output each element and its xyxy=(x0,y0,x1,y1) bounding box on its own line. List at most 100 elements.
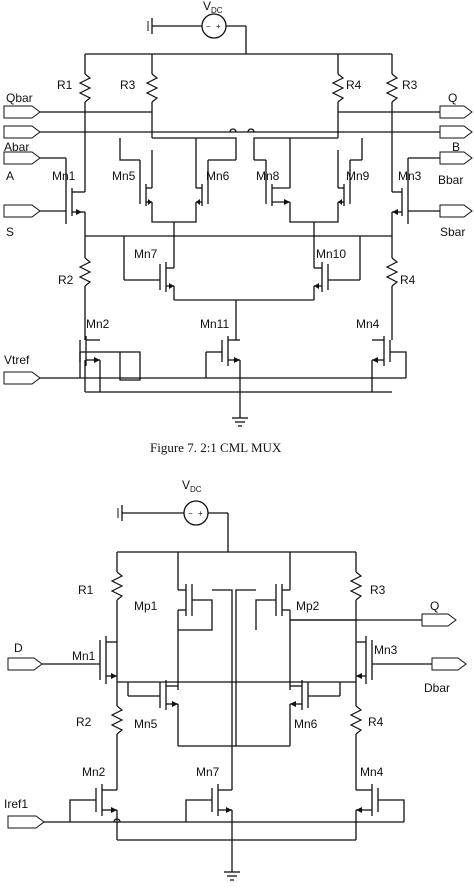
svg-text:−: − xyxy=(188,509,193,518)
fig1-pin-b[interactable]: B xyxy=(439,125,473,154)
fig2-pin-q[interactable]: Q xyxy=(421,599,457,627)
fig2-mn6-label: Mn6 xyxy=(294,717,318,731)
fig2-mn7-label: Mn7 xyxy=(196,765,220,779)
fig1-mn2-label: Mn2 xyxy=(86,317,110,331)
fig1-mn9-label: Mn9 xyxy=(346,169,370,183)
fig1-caption: Figure 7. 2:1 CML MUX xyxy=(150,440,282,455)
fig2-transistor-mn1: Mn1 xyxy=(72,636,117,684)
fig1-pin-a[interactable]: A xyxy=(3,151,41,183)
fig1-pin-vtref-label: Vtref xyxy=(4,353,30,367)
fig1-mn11-label: Mn11 xyxy=(200,317,229,331)
fig1-resistor-r4-low: R4 xyxy=(385,236,416,340)
fig1-transistor-mn2: Mn2 xyxy=(79,317,110,392)
fig1-transistor-mn11: Mn11 xyxy=(200,317,241,392)
fig1-vdc-sub: DC xyxy=(211,6,223,15)
fig1-transistor-mn6: Mn6 xyxy=(195,150,237,206)
fig1-r3-right-label: R3 xyxy=(402,78,418,92)
fig2-pin-d[interactable]: D xyxy=(7,641,43,671)
fig2-resistor-r4: R4 xyxy=(349,705,384,790)
fig1-mn7-label: Mn7 xyxy=(134,247,158,261)
fig1-resistor-r4-right: R4 xyxy=(331,54,362,138)
fig1-net-mn5-drain xyxy=(119,138,140,161)
fig2-mn2-label: Mn2 xyxy=(82,765,106,779)
fig2-transistor-mn5: Mn5 xyxy=(127,680,179,746)
fig1-pin-bbar-label: Bbar xyxy=(438,173,463,187)
fig1-transistor-mn3: Mn3 xyxy=(391,158,422,236)
fig2-mn3-label: Mn3 xyxy=(374,643,398,657)
svg-text:−: − xyxy=(206,22,211,31)
fig2-pin-iref1[interactable]: Iref1 xyxy=(4,797,45,829)
fig2-r4-label: R4 xyxy=(368,715,384,729)
fig1-r3-left-label: R3 xyxy=(120,78,136,92)
fig2-transistor-mn2: Mn2 xyxy=(82,765,118,840)
fig1-transistor-mn7: Mn7 xyxy=(123,236,175,300)
fig2-transistor-mp2: Mp2 xyxy=(255,552,320,690)
fig1-transistor-mn10: Mn10 xyxy=(313,236,361,300)
fig1-pin-vtref[interactable]: Vtref xyxy=(3,353,41,385)
fig1-pin-sbar[interactable]: Sbar xyxy=(439,204,473,239)
fig2-pin-d-label: D xyxy=(14,641,23,655)
fig1-mn8-label: Mn8 xyxy=(256,169,280,183)
fig1-mn5-label: Mn5 xyxy=(112,169,136,183)
fig2-resistor-r2: R2 xyxy=(76,705,124,790)
fig1-pin-sbar-label: Sbar xyxy=(440,225,465,239)
fig2-mp2-label: Mp2 xyxy=(296,599,320,613)
fig2-pin-dbar-label: Dbar xyxy=(424,681,450,695)
fig1-r2-label: R2 xyxy=(58,273,74,287)
fig1-transistor-mn4: Mn4 xyxy=(356,317,391,392)
fig2-pin-q-label: Q xyxy=(430,599,439,613)
fig2-mp1-label: Mp1 xyxy=(134,599,158,613)
fig1-resistor-r3-left: R3 xyxy=(120,54,159,138)
fig2-pin-iref1-label: Iref1 xyxy=(4,797,28,811)
fig1-vdc-source: − + V DC xyxy=(147,0,247,54)
fig1-pin-bbar[interactable]: Bbar xyxy=(438,151,473,187)
figure2-cml-latch: − + V DC R1 R3 M xyxy=(4,478,467,881)
fig1-transistor-mn1: Mn1 xyxy=(52,158,86,236)
fig1-pin-abar-label: Abar xyxy=(4,140,29,154)
fig1-pin-q[interactable]: Q xyxy=(439,91,473,119)
fig1-pin-a-label: A xyxy=(6,169,14,183)
fig2-r3-label: R3 xyxy=(370,583,386,597)
fig1-pin-qbar-label: Qbar xyxy=(6,91,33,105)
fig1-mn6-label: Mn6 xyxy=(206,169,230,183)
fig1-transistor-mn5: Mn5 xyxy=(112,150,153,206)
fig2-transistor-mp1: Mp1 xyxy=(134,552,213,690)
fig2-ground xyxy=(224,840,240,881)
fig2-pin-dbar[interactable]: Dbar xyxy=(424,657,467,695)
fig1-vdc-label: V xyxy=(203,0,211,13)
fig2-resistor-r3: R3 xyxy=(349,552,386,640)
fig2-vdc-source: − + V DC xyxy=(117,478,229,552)
fig1-r4-low-label: R4 xyxy=(400,273,416,287)
fig1-r4-right-label: R4 xyxy=(346,78,362,92)
fig1-mn1-label: Mn1 xyxy=(52,169,76,183)
fig1-pin-qbar[interactable]: Qbar xyxy=(3,91,41,119)
fig2-mn1-label: Mn1 xyxy=(72,649,96,663)
fig1-transistor-mn8: Mn8 xyxy=(253,150,291,206)
fig2-transistor-mn7: Mn7 xyxy=(196,765,233,840)
fig2-transistor-mn6: Mn6 xyxy=(289,680,341,746)
fig1-pin-b-label: B xyxy=(452,140,460,154)
fig1-resistor-r2: R2 xyxy=(58,236,92,340)
figure1-cml-mux: − + V DC R1 R3 R4 xyxy=(3,0,473,455)
fig1-mn4-label: Mn4 xyxy=(356,317,380,331)
fig1-resistor-r1: R1 xyxy=(57,54,92,158)
fig1-mn3-label: Mn3 xyxy=(398,169,422,183)
fig2-r1-label: R1 xyxy=(78,583,94,597)
svg-text:+: + xyxy=(198,509,203,518)
fig1-resistor-r3-right: R3 xyxy=(385,54,418,158)
fig1-transistor-mn9: Mn9 xyxy=(337,150,370,206)
fig2-transistor-mn3: Mn3 xyxy=(356,636,398,684)
fig2-r2-label: R2 xyxy=(76,715,92,729)
fig1-pin-s[interactable]: S xyxy=(3,204,41,239)
fig1-pin-abar[interactable]: Abar xyxy=(3,125,41,154)
fig1-ground xyxy=(232,392,248,427)
fig2-resistor-r1: R1 xyxy=(78,552,124,640)
fig1-mn10-label: Mn10 xyxy=(316,247,346,261)
fig1-pin-s-label: S xyxy=(6,225,14,239)
fig2-vdc-label: V xyxy=(182,478,190,492)
fig2-transistor-mn4: Mn4 xyxy=(355,765,384,840)
fig2-mn4-label: Mn4 xyxy=(360,765,384,779)
fig1-pin-q-label: Q xyxy=(448,91,457,105)
